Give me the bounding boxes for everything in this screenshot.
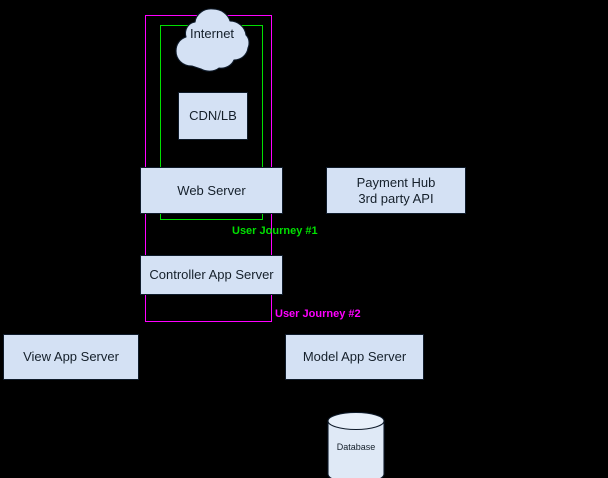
model-app-server-node[interactable]: Model App Server [285, 334, 424, 380]
user-journey-2-label: User Journey #2 [275, 308, 361, 320]
web-server-node[interactable]: Web Server [140, 167, 283, 214]
view-app-server-node[interactable]: View App Server [3, 334, 139, 380]
database-cylinder-icon [327, 412, 385, 478]
cdn-lb-node[interactable]: CDN/LB [178, 92, 248, 140]
controller-app-server-node[interactable]: Controller App Server [140, 255, 283, 295]
internet-cloud-node[interactable]: Internet [173, 4, 251, 74]
internet-label: Internet [189, 26, 235, 41]
database-label: Database [336, 442, 376, 452]
payment-hub-node[interactable]: Payment Hub 3rd party API [326, 167, 466, 214]
user-journey-1-label: User Journey #1 [232, 225, 318, 237]
database-node[interactable]: Database [327, 412, 385, 478]
cloud-icon [175, 8, 250, 72]
